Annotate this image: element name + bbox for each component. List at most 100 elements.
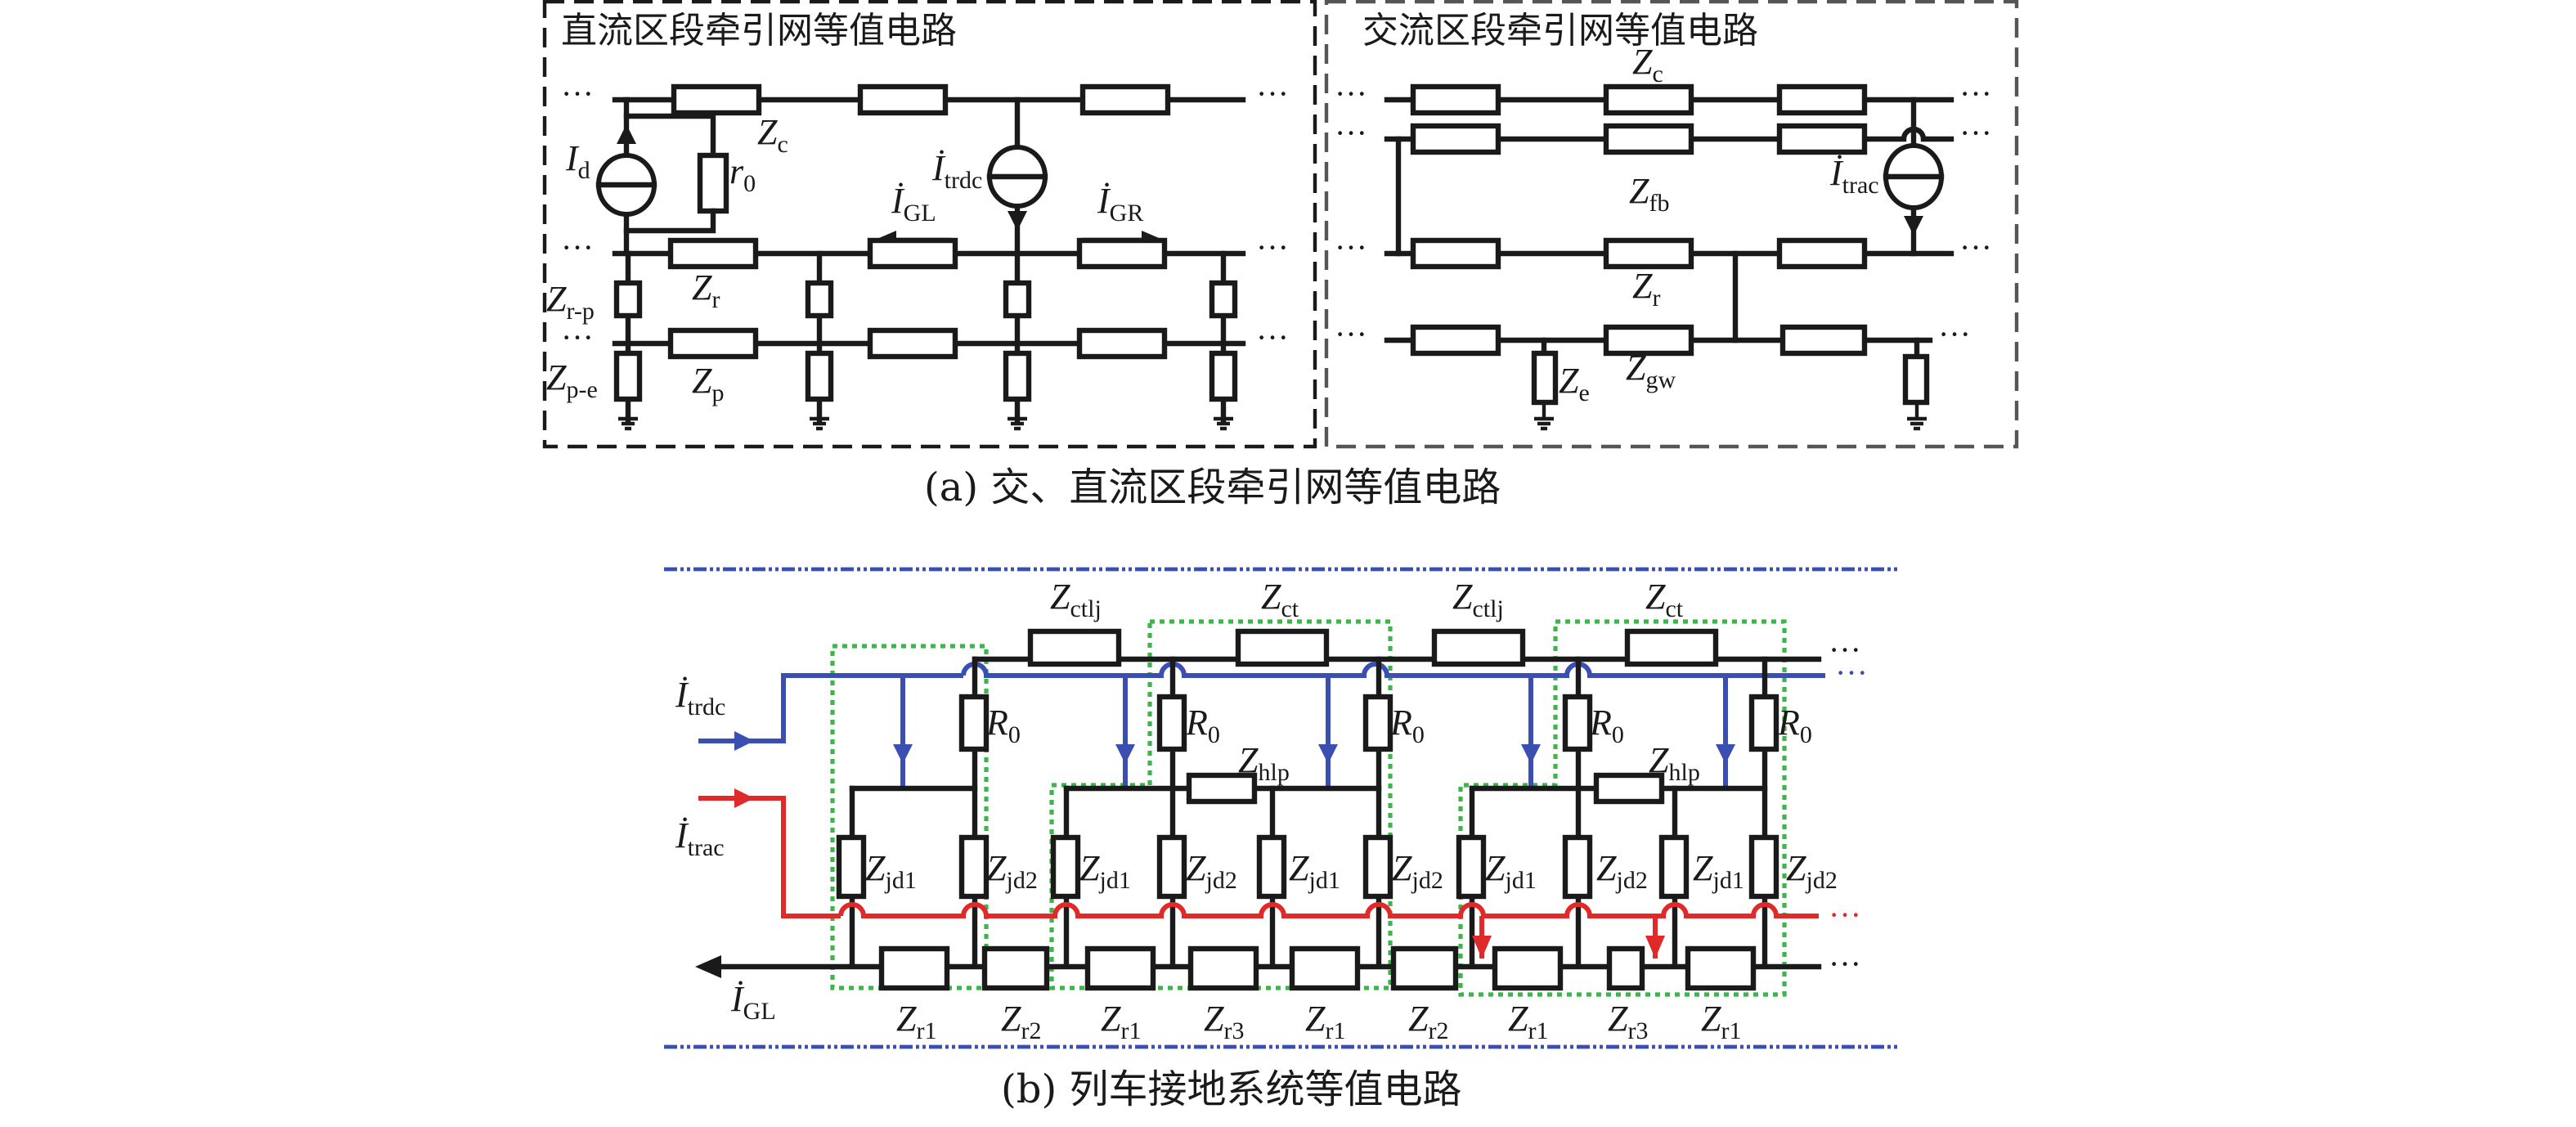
car-boundary-2 [1049, 619, 1393, 990]
ellipsis: ··· [1959, 75, 1992, 112]
ac-zr-resistor [1603, 237, 1694, 270]
ellipsis: ··· [1335, 229, 1367, 266]
dc-zc-resistor-3 [1079, 83, 1171, 116]
label-Ze: Ze [1559, 361, 1590, 406]
dc-zp-resistor-2 [867, 327, 958, 360]
zct-resistor [1624, 628, 1719, 667]
label-r0: r0 [729, 151, 756, 197]
ac-ground-wire-line [1384, 324, 1933, 431]
ellipsis: ··· [1829, 945, 1861, 982]
label-top-impedance: Zctlj [1452, 577, 1504, 622]
dc-substation-source [595, 97, 729, 252]
label-Zr: Zr2 [1408, 999, 1448, 1044]
dc-zr-resistor-2 [867, 237, 958, 270]
label-Zr: Zr3 [1608, 999, 1648, 1044]
zpe-resistor [1003, 350, 1032, 402]
arrow-down-icon [1115, 744, 1135, 764]
label-Zr: Zr1 [1305, 999, 1345, 1044]
label-Zhlp: Zhlp [1649, 740, 1700, 786]
zrp-resistor [805, 280, 834, 319]
label-R0: R0 [1389, 703, 1425, 748]
arrow-left-icon [695, 955, 721, 978]
label-Zjd: Zjd2 [1392, 848, 1443, 894]
ellipsis: ··· [1256, 229, 1289, 266]
dc-pipe-to-earth-branches [613, 350, 1238, 431]
ellipsis: ··· [1335, 114, 1367, 151]
ellipsis: ··· [1829, 896, 1861, 933]
zr1-resistor [1084, 945, 1156, 991]
ac-zc-resistor [1410, 83, 1501, 116]
zr1-resistor [1492, 945, 1564, 991]
dc-zr-resistor-1 [667, 237, 759, 270]
ac-section-title: 交流区段牵引网等值电路 [1362, 10, 1758, 52]
r0-resistor [1156, 694, 1187, 752]
label-Zr: Zr [692, 267, 720, 313]
ac-catenary-line [1384, 83, 1954, 116]
zpe-resistor [805, 350, 834, 402]
label-R0: R0 [1185, 703, 1220, 748]
dc-rail-to-pipe-branches [613, 250, 1238, 425]
zctlj-resistor [1431, 628, 1526, 667]
dc-zp-resistor-1 [667, 327, 759, 360]
arrow-right-icon [734, 731, 754, 751]
dc-zc-resistor-2 [857, 83, 949, 116]
zr3-resistor [1606, 945, 1645, 991]
label-Itrdc: İtrdc [931, 148, 982, 194]
ze-resistor [1531, 350, 1559, 406]
label-Itrdc-b: İtrdc [675, 675, 725, 721]
label-Zr: Zr3 [1204, 999, 1244, 1044]
ac-zr-resistor [1410, 237, 1501, 270]
label-IGL-b: İGL [730, 979, 776, 1025]
ac-zc-resistor [1603, 83, 1694, 116]
zr1-resistor [1289, 945, 1361, 991]
ac-zgw-resistor [1410, 324, 1501, 357]
ac-section-panel: 交流区段牵引网等值电路 Zc ··· ··· Zfb ··· ··· [1324, 0, 2019, 449]
car-boundary-3 [1458, 619, 1787, 997]
zjd-resistor [836, 834, 867, 900]
label-Zjd: Zjd1 [1693, 848, 1744, 894]
arrow-down-icon [1008, 211, 1027, 231]
arrow-down-icon [893, 744, 913, 764]
ac-zfb-resistor [1410, 123, 1501, 155]
label-Zgw: Zgw [1626, 348, 1676, 393]
ellipsis: ··· [1835, 654, 1868, 691]
dc-section-border [542, 0, 1317, 449]
dc-zr-resistor-3 [1076, 237, 1168, 270]
zpe-resistor [613, 350, 643, 402]
label-Zr-ac: Zr [1632, 266, 1660, 312]
label-top-impedance: Zctlj [1050, 577, 1102, 622]
r0-resistor [958, 694, 990, 752]
caption-b: (b) 列车接地系统等值电路 [1001, 1066, 1461, 1112]
arrow-up-icon [617, 124, 636, 144]
zr1-resistor [1685, 945, 1757, 991]
ground-icon [1534, 402, 1554, 431]
zjd-resistor [958, 834, 990, 900]
ground-icon [1907, 402, 1927, 431]
dc-zp-resistor-3 [1076, 327, 1168, 360]
label-Zr: Zr1 [1701, 999, 1741, 1044]
ellipsis: ··· [561, 229, 594, 266]
label-Zr: Zr1 [896, 999, 936, 1044]
r0-resistor [1362, 694, 1393, 752]
caption-a: (a) 交、直流区段牵引网等值电路 [924, 465, 1501, 510]
ellipsis: ··· [1335, 316, 1367, 352]
arrow-down-icon [1521, 744, 1541, 764]
zjd-resistor [1562, 834, 1593, 900]
zrp-resistor [1003, 280, 1032, 319]
label-Zc-ac: Zc [1632, 42, 1663, 88]
ellipsis: ··· [1959, 229, 1992, 266]
label-Zjd: Zjd1 [865, 848, 917, 894]
label-R0: R0 [985, 703, 1021, 748]
label-Zr: Zr1 [1508, 999, 1548, 1044]
ellipsis: ··· [561, 75, 594, 112]
ground-icon [618, 399, 638, 431]
label-Zrp: Zr-p [546, 279, 595, 325]
zpe-resistor [1209, 350, 1238, 402]
label-Zjd: Zjd2 [986, 848, 1038, 894]
zjd-resistor [1050, 834, 1081, 900]
arrow-down-icon [1472, 936, 1492, 959]
label-Zjd: Zjd2 [1186, 848, 1237, 894]
